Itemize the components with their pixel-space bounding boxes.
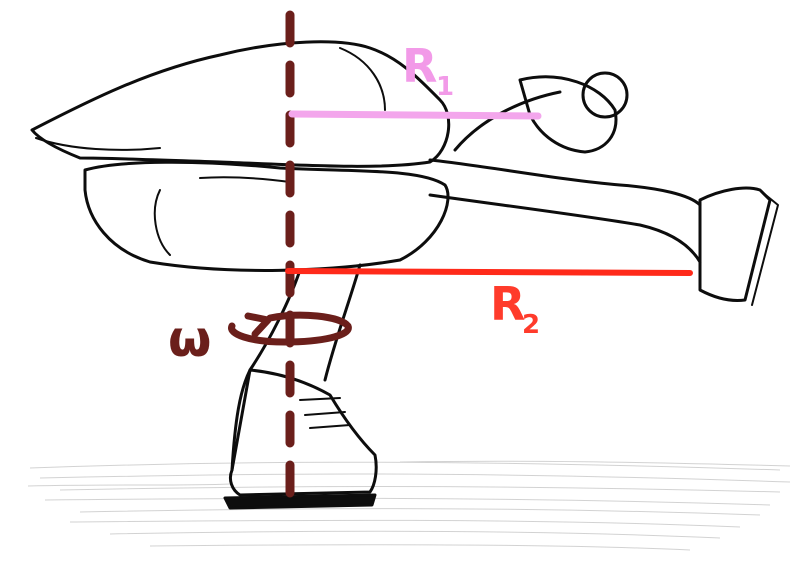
r2-label: R bbox=[490, 277, 525, 331]
skater-sketch bbox=[30, 40, 779, 510]
omega-label: ω bbox=[168, 310, 211, 368]
thigh-outline bbox=[83, 160, 450, 272]
hair-bun bbox=[581, 71, 629, 119]
standing-boot bbox=[228, 368, 378, 497]
r2-line bbox=[285, 268, 693, 276]
extended-leg bbox=[428, 158, 702, 207]
r1-label: R bbox=[402, 39, 437, 93]
r2-subscript: 2 bbox=[522, 310, 540, 340]
r1-line bbox=[288, 110, 542, 120]
blade bbox=[223, 493, 377, 510]
head bbox=[518, 75, 618, 154]
curved-arrow-icon bbox=[228, 311, 352, 346]
front-skate bbox=[698, 186, 772, 302]
dress-outline bbox=[30, 40, 451, 168]
r1-subscript: 1 bbox=[436, 72, 454, 102]
ice-surface bbox=[27, 460, 791, 551]
